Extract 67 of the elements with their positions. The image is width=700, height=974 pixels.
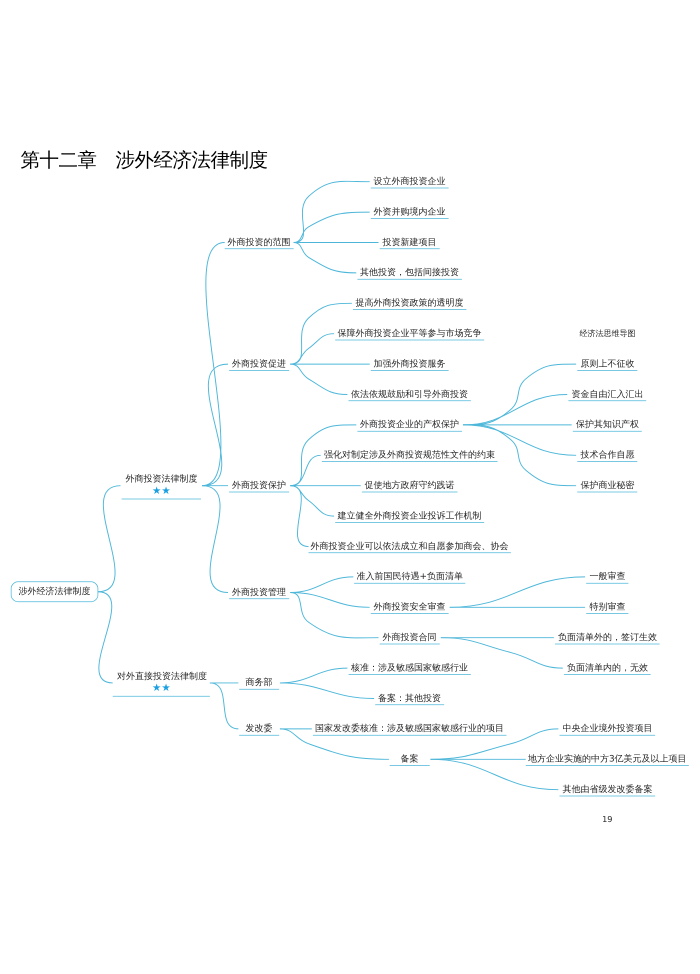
label: 19	[602, 814, 612, 824]
connector	[290, 364, 348, 395]
node-text: 负面清单外的，签订生效	[558, 633, 657, 643]
connector	[290, 485, 309, 547]
node-text: 投资新建项目	[382, 238, 437, 248]
connector	[202, 364, 229, 486]
node-text: 特别审查	[589, 602, 626, 613]
node-text: 商务部	[246, 678, 273, 688]
node-text: 加强外商投资服务	[374, 359, 446, 370]
node-text: 准入前国民待遇+负面清单	[356, 572, 463, 582]
connector	[449, 576, 586, 608]
connector	[290, 592, 380, 638]
connector	[293, 180, 370, 243]
node-text: 发改委	[246, 724, 273, 734]
node-text: 外商投资的范围	[228, 238, 291, 248]
node-text: 外商投资法律制度 ★★	[126, 474, 198, 498]
node-text: 对外直接投资法律制度 ★★	[116, 672, 207, 694]
node-box: 涉外经济法律制度	[10, 581, 98, 602]
label: 经济法思维导图	[579, 328, 636, 338]
connector	[290, 485, 362, 486]
connector	[293, 242, 380, 243]
connector	[97, 485, 121, 592]
node-text: 其他投资，包括间接投资	[360, 268, 460, 278]
connector	[440, 637, 554, 638]
node-text: 外资并购境内企业	[374, 207, 446, 218]
node-text: 地方企业实施的中方3亿美元及以上项目	[528, 754, 687, 765]
node-text: 促使地方政府守约践诺	[364, 481, 455, 491]
node-text: 设立外商投资企业	[374, 177, 446, 187]
connector	[97, 591, 114, 684]
node-text: 强化对制定涉及外商投资规范性文件的约束	[324, 450, 496, 461]
connector	[279, 682, 375, 699]
node-text: 备案	[400, 754, 419, 765]
connector	[290, 364, 370, 365]
node-text: 外商投资企业的产权保护	[360, 420, 460, 430]
node-text: 外商投资安全审查	[374, 602, 446, 613]
node-text: 外商投资合同	[382, 633, 437, 643]
node-text: 提高外商投资政策的透明度	[356, 298, 464, 309]
node-text: 依法依规鼓励和引导外商投资	[351, 390, 468, 400]
connector	[449, 606, 586, 608]
connector	[279, 728, 390, 760]
connector	[293, 212, 370, 243]
node-text: 技术合作自愿	[580, 450, 634, 461]
connector	[293, 242, 357, 274]
node-text: 国家发改委核准：涉及敏感国家敏感行业的项目	[315, 724, 504, 734]
node-text: 备案：其他投资	[378, 694, 442, 704]
node-text: 外商投资促进	[232, 359, 286, 370]
node-text: 其他由省级发改委备案	[562, 785, 652, 795]
node-text: 资金自由汇入汇出	[571, 390, 644, 400]
node-text: 核准：涉及敏感国家敏感行业	[351, 663, 468, 674]
connector	[462, 424, 577, 486]
node-text: 保护商业秘密	[580, 481, 634, 491]
node-text: 保障外商投资企业平等参与市场竞争	[338, 329, 482, 339]
node-text: 建立健全外商投资企业投诉工作机制	[338, 511, 482, 522]
node-text: 外商投资管理	[232, 588, 286, 598]
node-text: 保护其知识产权	[576, 420, 639, 430]
connector	[430, 758, 559, 790]
node-text: 中央企业境外投资项目	[562, 724, 652, 734]
node-text: 外商投资企业可以依法成立和自愿参加商会、协会	[310, 542, 509, 552]
connector	[440, 637, 564, 669]
connector	[202, 485, 229, 486]
node-text: 一般审查	[589, 572, 626, 582]
node-text: 外商投资保护	[232, 481, 286, 491]
diagram-title: 第十二章 涉外经济法律制度	[20, 148, 268, 172]
node-text: 负面清单内的，无效	[566, 663, 648, 674]
connector	[202, 485, 229, 593]
connector	[209, 682, 239, 730]
node-text: 原则上不征收	[580, 359, 634, 370]
